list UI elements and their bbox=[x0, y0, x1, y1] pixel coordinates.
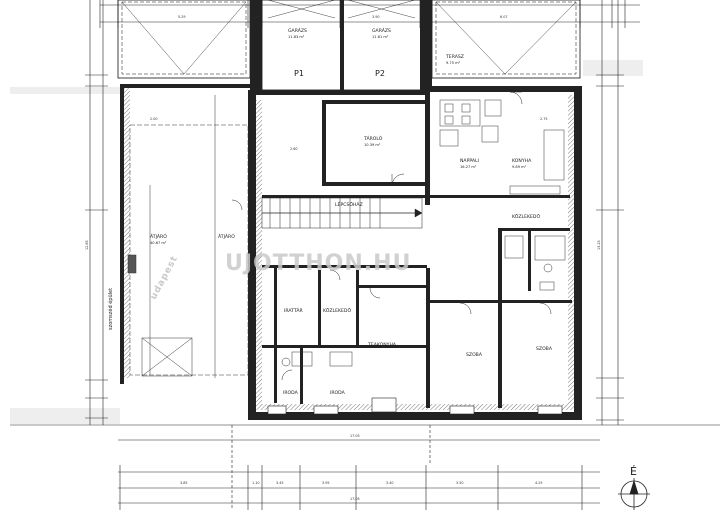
dimension-label: 3.90 bbox=[372, 15, 380, 19]
neighbour-building-label: szomszéd épület bbox=[107, 288, 114, 330]
room-label: TERASZ bbox=[445, 54, 464, 60]
dimension-label: 3.50 bbox=[456, 481, 464, 485]
room-area: 11.81 m² bbox=[372, 35, 389, 39]
room-area: 9.89 m² bbox=[512, 165, 527, 169]
room-label: ÁTJÁRÓ bbox=[150, 233, 167, 240]
dimension-label: 1.25 bbox=[252, 15, 260, 19]
facade-windows bbox=[267, 397, 563, 415]
room-labels: GARÁZS 11.83 m² GARÁZS 11.81 m² P1 P2 TE… bbox=[150, 27, 553, 396]
right-ground-strip bbox=[583, 60, 643, 76]
dimension-label: 5.29 bbox=[178, 15, 186, 19]
dimension-label: 6.07 bbox=[500, 15, 508, 19]
interior-walls bbox=[262, 95, 572, 408]
bathroom-fixtures bbox=[281, 235, 566, 367]
parking-label: P2 bbox=[375, 69, 385, 78]
room-label: TEAKONYHA bbox=[367, 342, 397, 348]
left-ground-strip-lower bbox=[10, 408, 120, 424]
room-label: IRODA bbox=[283, 390, 299, 396]
dimension-label: 13.25 bbox=[597, 240, 601, 250]
dimension-label: 1.10 bbox=[252, 481, 260, 485]
room-label: SZOBA bbox=[466, 352, 483, 358]
dimension-label: 17.05 bbox=[350, 434, 360, 438]
staircase bbox=[261, 197, 423, 229]
room-label: KÖZLEKEDŐ bbox=[512, 213, 540, 220]
left-dimension-chain bbox=[85, 0, 108, 425]
dimension-label: 2.75 bbox=[540, 117, 548, 121]
room-area: 9.75 m² bbox=[446, 61, 461, 65]
dimension-label: 12.85 bbox=[85, 240, 89, 250]
room-label: SZOBA bbox=[536, 346, 553, 352]
room-area: 10.39 m² bbox=[364, 143, 381, 147]
door-swings bbox=[231, 91, 552, 381]
dimension-labels: 17.05 17.05 12.85 13.25 3.85 3.45 3.95 1… bbox=[85, 15, 601, 501]
dimension-label: 3.45 bbox=[276, 481, 284, 485]
parking-area bbox=[117, 0, 581, 92]
room-label: TÁROLÓ bbox=[363, 135, 383, 142]
dimension-label: 2.00 bbox=[150, 117, 158, 121]
parking-label: P1 bbox=[294, 69, 304, 78]
bottom-dimension-chain bbox=[10, 424, 720, 510]
building-outer-walls bbox=[120, 84, 582, 420]
right-dimension-chain bbox=[596, 0, 624, 425]
dimension-label: 3.95 bbox=[322, 481, 330, 485]
room-label: GARÁZS bbox=[372, 27, 391, 34]
room-label: ÁTJÁRÓ bbox=[218, 233, 235, 240]
room-label: IRODA bbox=[330, 390, 346, 396]
watermark-budapest: udapest bbox=[149, 254, 180, 301]
hatched-walls bbox=[124, 88, 574, 410]
dimension-label: 3.40 bbox=[386, 481, 394, 485]
room-label: NAPPALI bbox=[460, 158, 479, 164]
living-room-furniture bbox=[439, 99, 565, 195]
room-label: LÉPCSŐHÁZ bbox=[335, 200, 363, 208]
left-ground-strip bbox=[10, 87, 125, 94]
room-label: GARÁZS bbox=[288, 27, 307, 34]
room-area: 11.83 m² bbox=[288, 35, 305, 39]
dimension-label: 17.05 bbox=[350, 497, 360, 501]
watermark-ujotthon: UJOTTHON.HU bbox=[225, 251, 411, 276]
passage-area bbox=[127, 95, 249, 378]
dimension-label: 2.60 bbox=[290, 147, 298, 151]
room-label: IRATTÁR bbox=[284, 307, 303, 314]
north-label: É bbox=[630, 465, 637, 478]
room-area: 40.67 m² bbox=[150, 241, 167, 245]
top-dimension-chain bbox=[99, 0, 640, 28]
dimension-label: 3.85 bbox=[180, 481, 188, 485]
north-arrow-icon bbox=[618, 478, 650, 510]
room-label: KONYHA bbox=[512, 158, 532, 164]
room-area: 16.27 m² bbox=[460, 165, 477, 169]
room-label: KÖZLEKEDŐ bbox=[323, 307, 351, 314]
dimension-label: 4.25 bbox=[535, 481, 543, 485]
